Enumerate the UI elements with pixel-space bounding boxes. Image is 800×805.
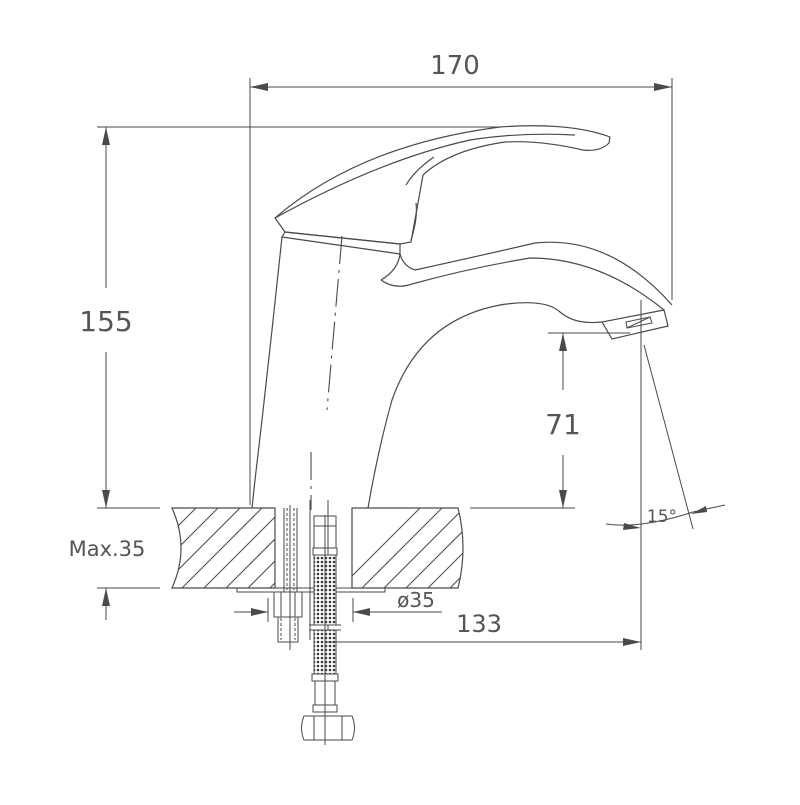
dimension-overall-height: 155 [79, 126, 500, 509]
spout [380, 241, 673, 311]
dimension-outlet-angle: 15° [605, 300, 726, 650]
dimension-label-133: 133 [456, 610, 502, 638]
dimension-label-diameter35: ø35 [397, 588, 435, 612]
dimension-label-15-degrees: 15° [647, 507, 677, 527]
dimension-spout-clearance: 71 [470, 332, 630, 509]
lever-handle [274, 125, 611, 245]
mounting-stud [273, 505, 303, 650]
braided-supply-hose [309, 500, 341, 745]
dimension-label-155: 155 [79, 305, 132, 338]
hex-nut [301, 715, 355, 741]
dimension-label-max35: Max.35 [69, 537, 146, 561]
dimension-spout-reach: 133 [325, 610, 641, 646]
dimension-label-170: 170 [430, 51, 480, 81]
faucet-body [251, 231, 603, 510]
dimension-overall-length: 170 [249, 51, 673, 505]
dimension-mounting-hole: ø35 [234, 588, 442, 622]
aerator [601, 309, 669, 340]
countertop-section [171, 507, 464, 593]
dimension-countertop-thickness: Max.35 [69, 488, 160, 620]
dimension-label-71: 71 [545, 408, 581, 441]
